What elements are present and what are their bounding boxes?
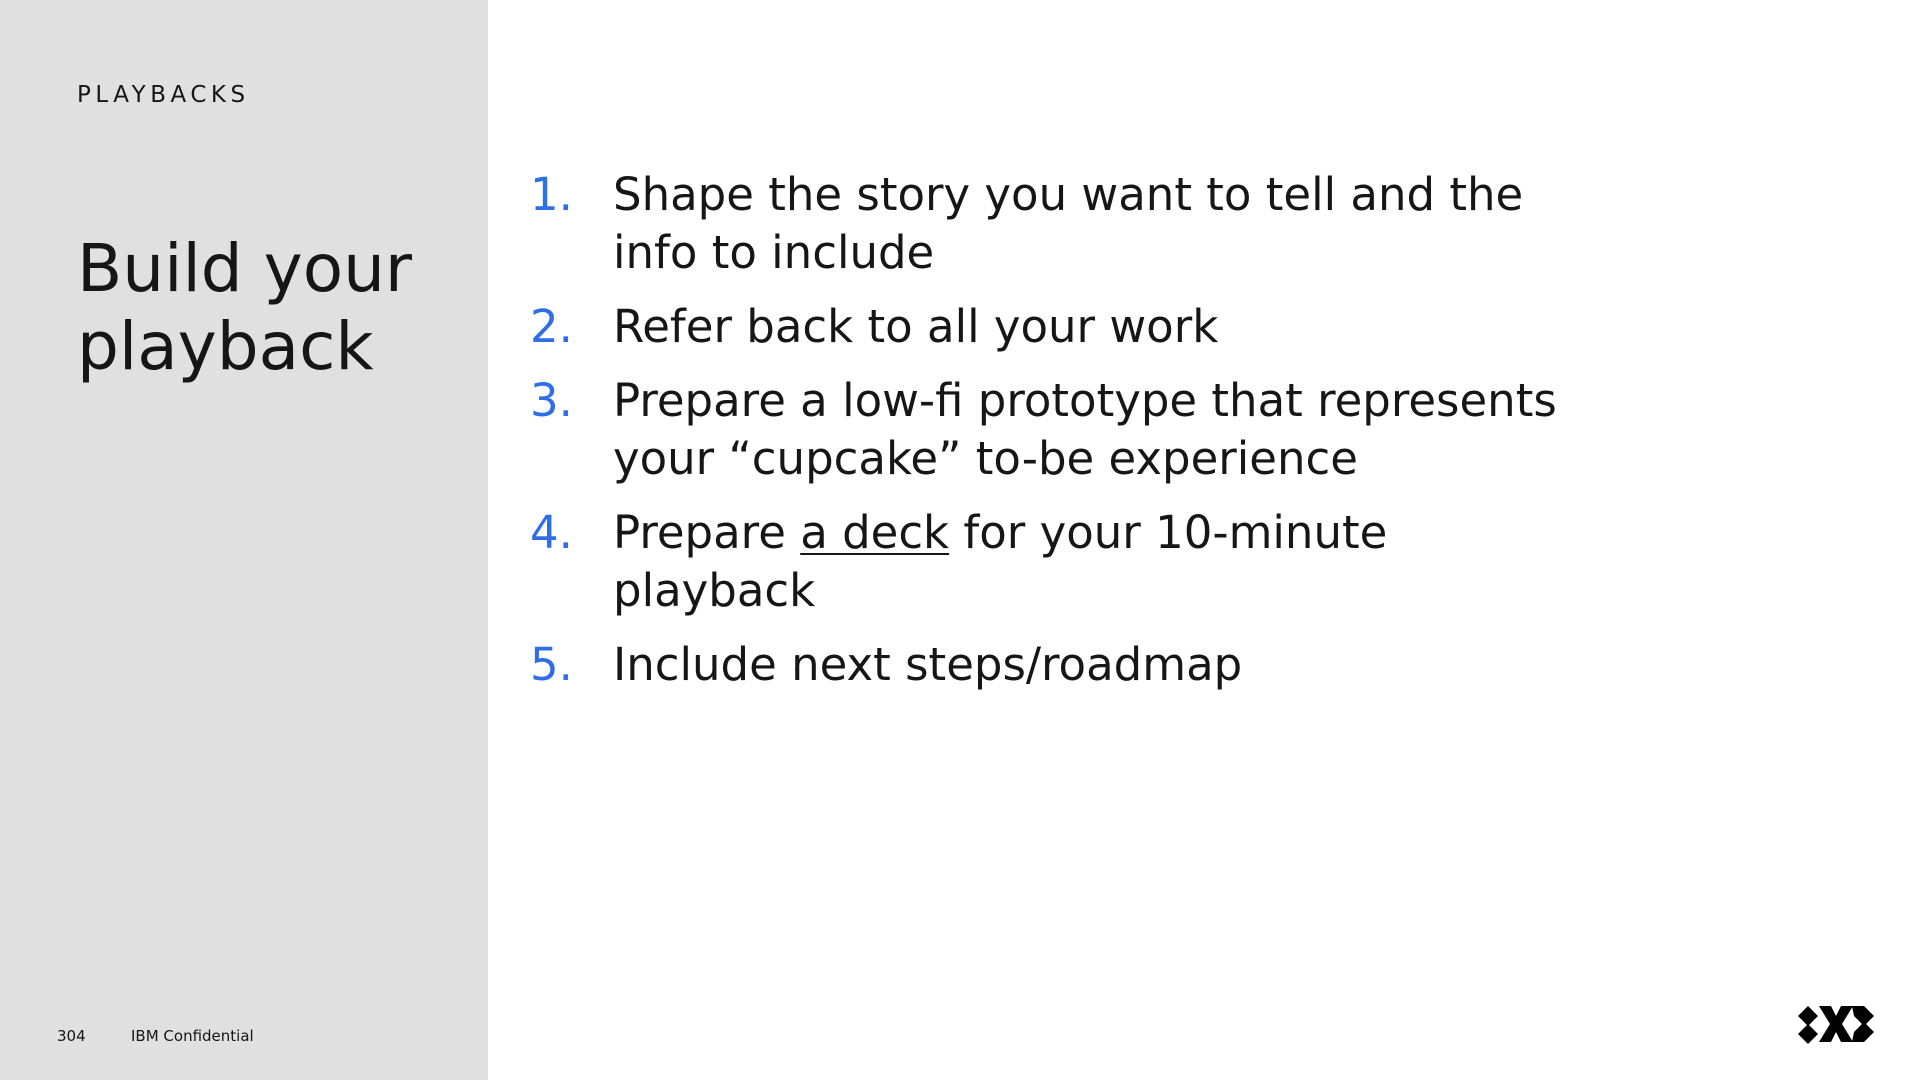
list-item-2: 2. Refer back to all your work: [530, 298, 1580, 356]
deck-link[interactable]: a deck: [800, 506, 950, 559]
page-number: 304: [57, 1027, 86, 1045]
ibm-design-thinking-icon: [1798, 1006, 1874, 1044]
item-text: Shape the story you want to tell and the…: [613, 168, 1524, 279]
item-text: Refer back to all your work: [613, 300, 1219, 353]
list-item-5: 5. Include next steps/roadmap: [530, 636, 1580, 694]
item-number: 4.: [530, 506, 573, 559]
item-number: 1.: [530, 168, 573, 221]
item-number: 2.: [530, 300, 573, 353]
sidebar: PLAYBACKS Build your playback 304 IBM Co…: [0, 0, 488, 1080]
list-item-1: 1. Shape the story you want to tell and …: [530, 166, 1580, 282]
list-item-4: 4. Prepare a deck for your 10-minute pla…: [530, 504, 1580, 620]
slide-title: Build your playback: [77, 230, 413, 385]
item-text: Prepare a deck for your 10-minute playba…: [613, 504, 1573, 620]
playback-steps-list: 1. Shape the story you want to tell and …: [530, 166, 1580, 710]
item-text-before-link: Prepare: [613, 506, 801, 559]
item-number: 5.: [530, 638, 573, 691]
item-text: Prepare a low-fi prototype that represen…: [613, 374, 1557, 485]
section-label: PLAYBACKS: [77, 82, 250, 108]
item-number: 3.: [530, 374, 573, 427]
confidential-label: IBM Confidential: [131, 1027, 254, 1045]
item-text: Include next steps/roadmap: [613, 638, 1243, 691]
item-text-after-link: for your 10-minute playback: [613, 506, 1388, 617]
list-item-3: 3. Prepare a low-fi prototype that repre…: [530, 372, 1580, 488]
